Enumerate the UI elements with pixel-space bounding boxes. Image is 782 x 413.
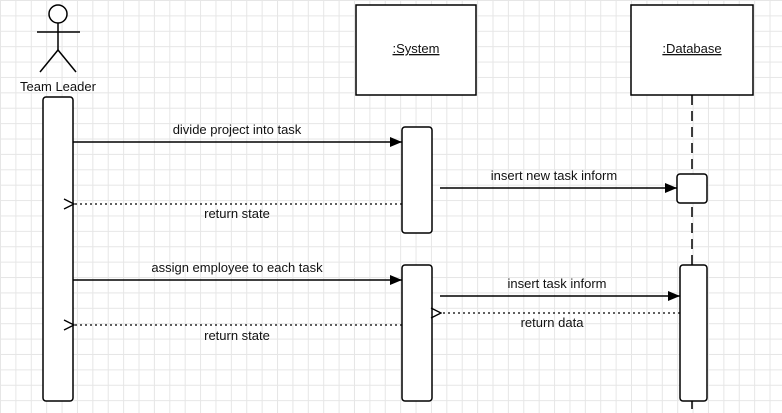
message-label: insert new task inform <box>491 168 617 183</box>
team-leader-activation <box>42 96 74 402</box>
system-label: :System <box>393 41 440 56</box>
message-return-state-2[interactable]: return state <box>74 325 402 343</box>
message-insert-new-task[interactable]: insert new task inform <box>440 168 677 193</box>
stick-figure-icon <box>37 4 80 73</box>
message-return-state-1[interactable]: return state <box>74 204 402 221</box>
system-object[interactable]: :System <box>355 4 477 96</box>
message-assign-employee[interactable]: assign employee to each task <box>73 260 402 285</box>
message-label: return data <box>521 315 585 330</box>
message-label: divide project into task <box>173 122 302 137</box>
database-activation-2 <box>679 264 708 402</box>
message-return-data[interactable]: return data <box>441 313 680 330</box>
system-box <box>355 4 477 96</box>
database-label: :Database <box>662 41 721 56</box>
message-label: assign employee to each task <box>151 260 323 275</box>
database-box <box>630 4 754 96</box>
message-divide-project[interactable]: divide project into task <box>73 122 402 147</box>
system-activation-1 <box>401 126 433 234</box>
message-insert-task[interactable]: insert task inform <box>440 276 680 301</box>
database-activation-1 <box>676 173 708 204</box>
message-label: insert task inform <box>508 276 607 291</box>
database-object[interactable]: :Database <box>630 4 754 96</box>
message-label: return state <box>204 328 270 343</box>
system-activation-2 <box>401 264 433 402</box>
team-leader-actor[interactable]: Team Leader <box>20 4 97 94</box>
message-label: return state <box>204 206 270 221</box>
team-leader-label: Team Leader <box>20 79 97 94</box>
